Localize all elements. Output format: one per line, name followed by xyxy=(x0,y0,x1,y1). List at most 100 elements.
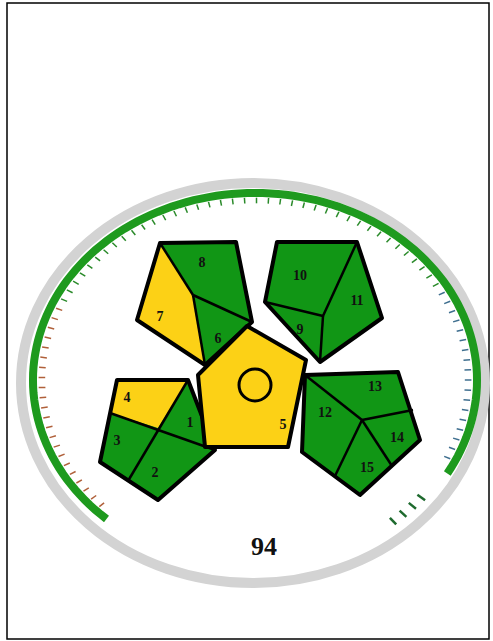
dial-tick xyxy=(76,480,82,483)
dial-tick xyxy=(395,245,399,249)
callout-number: 3 xyxy=(114,433,121,448)
dial-tick xyxy=(449,311,455,313)
callout-number: 3 xyxy=(114,431,121,449)
section-center xyxy=(198,326,306,447)
dial-tick xyxy=(465,379,472,381)
dial-tick xyxy=(444,456,450,458)
dial-tick xyxy=(56,308,62,310)
dial-tick xyxy=(39,367,46,369)
callout-number: 1 xyxy=(187,413,194,431)
dial-tick xyxy=(46,426,52,428)
callout-number: 8 xyxy=(199,253,206,271)
dial-tick xyxy=(73,281,79,284)
dial-tick xyxy=(303,203,305,209)
dial-tick xyxy=(279,199,281,205)
dial-tick xyxy=(70,472,76,475)
dial-tick xyxy=(465,389,472,391)
dial-tick xyxy=(419,267,424,271)
dial-tick xyxy=(122,236,126,240)
dial-tick xyxy=(132,230,136,235)
dial-tick xyxy=(444,301,450,303)
callout-number: 1 xyxy=(187,415,194,430)
callout-number: 14 xyxy=(390,430,404,445)
dial-tick xyxy=(314,205,316,210)
callout-number: 12 xyxy=(318,405,332,420)
callout-number: 9 xyxy=(297,320,304,338)
callout-number: 11 xyxy=(350,291,363,309)
dial-tick xyxy=(104,250,109,254)
callout-number: 7 xyxy=(157,307,164,325)
callout-number: 9 xyxy=(297,322,304,337)
dial-tick xyxy=(142,225,146,230)
dial-tick xyxy=(87,265,92,269)
dial-tick xyxy=(244,198,246,204)
dial-tick xyxy=(152,220,155,225)
dial-tick xyxy=(336,212,339,217)
dial-tick xyxy=(426,275,432,278)
dial-tick xyxy=(99,503,104,507)
dial-tick xyxy=(174,211,177,216)
callout-number: 2 xyxy=(152,463,159,481)
dial-tick xyxy=(40,396,47,398)
callout-number: 7 xyxy=(157,309,164,324)
dial-tick xyxy=(67,290,73,293)
dial-tick xyxy=(465,369,472,371)
dial-tick xyxy=(267,198,269,204)
dial-tick xyxy=(417,495,425,500)
dial-tick xyxy=(197,204,199,209)
callout-number: 14 xyxy=(390,428,404,446)
dial-tick xyxy=(457,330,463,332)
page-number: 94 xyxy=(251,534,277,560)
dial-tick xyxy=(453,320,459,322)
callout-number: 5 xyxy=(280,415,287,433)
outer-ring xyxy=(21,183,485,583)
dial-tick xyxy=(41,406,48,408)
callout-number: 4 xyxy=(124,388,131,406)
dial-tick xyxy=(357,221,360,226)
dial-tick xyxy=(39,377,46,379)
dial-tick xyxy=(256,198,258,204)
dial-tick xyxy=(209,202,211,208)
dial-tick xyxy=(449,447,455,449)
callout-number: 8 xyxy=(199,255,206,270)
dial-tick xyxy=(61,299,67,302)
section-bottom-left xyxy=(100,380,215,500)
dial-tick xyxy=(367,226,371,231)
callout-number: 11 xyxy=(350,293,363,308)
dial-tick xyxy=(39,387,46,389)
dial-tick xyxy=(291,200,292,206)
section-top-right xyxy=(265,242,382,362)
callout-number: 6 xyxy=(215,331,222,346)
dial-tick xyxy=(460,419,467,420)
dial-tick xyxy=(232,199,234,205)
dial-tick xyxy=(43,417,50,418)
dial-tick xyxy=(387,238,391,242)
dial-tick xyxy=(433,283,439,286)
dial-tick xyxy=(377,232,381,237)
progress-arc xyxy=(33,193,477,519)
dial-ticks xyxy=(39,198,472,525)
dial-tick xyxy=(220,200,221,206)
dial-tick xyxy=(185,207,187,212)
page-border xyxy=(7,3,489,639)
dial-tick xyxy=(42,347,49,348)
dial-tick xyxy=(91,496,96,500)
dial-tick xyxy=(59,454,65,456)
dial-tick xyxy=(54,445,60,447)
callout-number: 5 xyxy=(280,417,287,432)
callout-number: 15 xyxy=(360,460,374,475)
dial-tick xyxy=(462,409,469,411)
dial-tick xyxy=(390,518,396,525)
callout-number: 6 xyxy=(215,329,222,347)
dial-tick xyxy=(462,349,469,351)
dial-tick xyxy=(460,340,467,341)
dial-tick xyxy=(163,215,166,220)
dial-tick xyxy=(50,436,56,438)
section-bottom-right xyxy=(302,372,420,495)
page-number: 94 xyxy=(251,532,277,561)
dial-tick xyxy=(453,438,459,440)
dial-tick xyxy=(40,356,47,358)
callout-number: 10 xyxy=(293,268,307,283)
